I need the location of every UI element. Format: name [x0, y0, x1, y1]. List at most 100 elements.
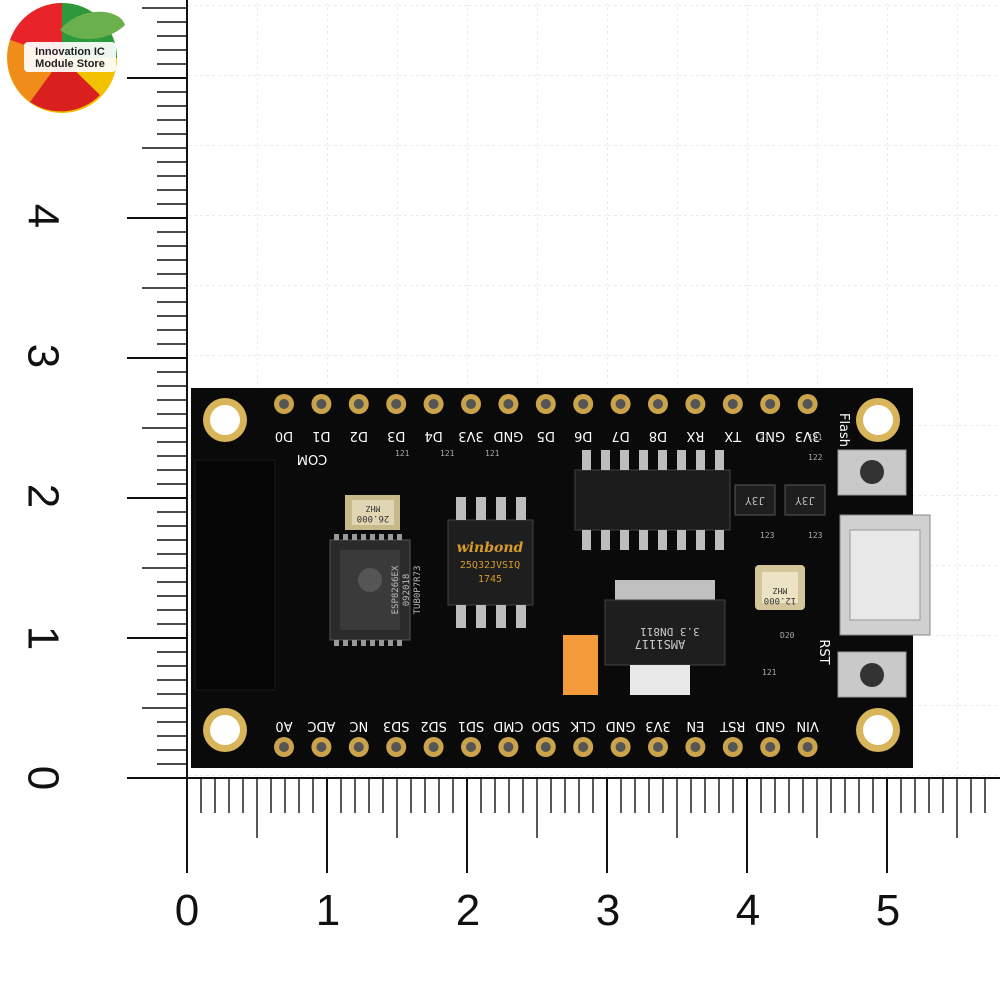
top-pin-label-2: D1	[312, 428, 330, 443]
top-pin-label-4: D3	[387, 428, 405, 443]
bottom-pin-label-7: CMD	[493, 718, 523, 733]
bottom-pin-9	[573, 737, 594, 757]
h-label-3: 3	[596, 886, 620, 935]
top-pin-8	[535, 394, 556, 414]
bottom-pin-label-14: GND	[755, 718, 785, 733]
bottom-pin-label-13: RST	[720, 718, 745, 733]
regulator-line1: AMS1117	[635, 637, 686, 651]
top-pin-label-3: D2	[350, 428, 368, 443]
micro-usb-port[interactable]	[839, 514, 931, 636]
bottom-pin-13	[722, 737, 743, 757]
top-pin-holes	[274, 394, 818, 414]
transistor-2-mark: J3Y	[795, 494, 815, 507]
top-pin-3	[348, 394, 369, 414]
crystal-12-line1: 12.000	[764, 595, 797, 605]
crystal-26-line1: 26.000	[357, 513, 390, 523]
h-label-1: 1	[316, 886, 340, 935]
top-pin-11	[648, 394, 668, 414]
bottom-pin-1	[274, 737, 294, 757]
h-label-0: 0	[175, 886, 199, 935]
transistors: J3Y J3Y	[734, 484, 826, 516]
h-label-2: 2	[456, 886, 480, 935]
logo-line-2: Module Store	[35, 58, 105, 70]
top-pin-label-9: D6	[574, 428, 592, 443]
esp-chip-line2: 092018	[402, 574, 412, 607]
top-pin-label-1: D0	[275, 428, 293, 443]
top-pin-12	[685, 394, 706, 414]
top-pin-1	[274, 394, 294, 414]
esp8266-chip: ESP8266EX 092018 TUB0P7R73	[329, 534, 423, 646]
top-pin-label-15: 3V3	[795, 428, 820, 443]
top-pin-label-11: D8	[649, 428, 667, 443]
crystal-12-line2: MHZ	[773, 586, 788, 595]
esp-chip-line1: ESP8266EX	[391, 565, 401, 614]
flash-line2: 1745	[478, 574, 502, 585]
vertical-ruler-labels: 0 1 2 3 4	[18, 204, 67, 790]
resistor-mark-1: 121	[395, 449, 410, 458]
store-logo: Innovation IC Module Store	[7, 2, 125, 113]
top-pin-4	[386, 394, 407, 414]
bottom-pin-label-1: A0	[275, 718, 292, 733]
resistor-markings: 121 121 121 121 121 122 123 123 121 D20	[395, 433, 823, 677]
resistor-mark-3: 121	[485, 449, 500, 458]
bottom-pin-3	[348, 737, 369, 757]
horizontal-ruler-labels: 0 1 2 3 4 5	[175, 886, 900, 935]
crystal-26-line2: MHZ	[366, 504, 381, 513]
bottom-pin-holes	[274, 737, 818, 757]
horizontal-ruler	[186, 777, 1000, 873]
top-pin-6	[461, 394, 481, 414]
top-pin-15	[797, 394, 818, 414]
top-pin-label-7: GND	[493, 428, 523, 443]
bottom-pin-11	[648, 737, 668, 757]
bottom-pin-label-2: ADC	[307, 718, 335, 733]
bottom-pin-label-15: VIN	[796, 718, 818, 733]
tantalum-capacitor	[563, 635, 598, 695]
v-label-3: 3	[18, 344, 67, 368]
v-label-4: 4	[18, 204, 67, 228]
resistor-mark-2: 121	[440, 449, 455, 458]
top-pin-2	[311, 394, 332, 414]
bottom-pin-label-12: EN	[686, 718, 704, 733]
top-pin-10	[610, 394, 631, 414]
bottom-pin-8	[535, 737, 556, 757]
usb-serial-chip	[574, 450, 731, 550]
bottom-pin-4	[386, 737, 407, 757]
resistor-mark-5: 121	[808, 433, 823, 442]
rst-button[interactable]	[837, 651, 907, 698]
resistor-mark-4: 121	[755, 433, 770, 442]
resistor-mark-8: 123	[808, 531, 823, 540]
bottom-pin-10	[610, 737, 631, 757]
crystal-26mhz: 26.000 MHZ	[345, 495, 400, 530]
v-label-1: 1	[18, 626, 67, 650]
top-pin-label-5: D4	[424, 428, 442, 443]
flash-chip: winbond 25Q32JVSIQ 1745	[447, 497, 534, 628]
bottom-pin-label-6: SD1	[458, 718, 485, 733]
resistor-mark-7: 123	[760, 531, 775, 540]
regulator-line2: 3.3 DN811	[640, 625, 700, 638]
v-label-0: 0	[18, 766, 67, 790]
bottom-pin-label-11: 3V3	[645, 718, 670, 733]
bottom-pin-12	[685, 737, 706, 757]
top-pin-label-14: GND	[755, 428, 785, 443]
voltage-regulator: AMS1117 3.3 DN811	[604, 580, 726, 695]
esp-chip-line3: TUB0P7R73	[413, 566, 423, 615]
v-label-2: 2	[18, 484, 67, 508]
resistor-mark-9: 121	[762, 668, 777, 677]
bottom-pin-label-9: CLK	[570, 718, 595, 733]
bottom-pin-5	[423, 737, 444, 757]
top-pin-label-13: TX	[724, 428, 742, 443]
flash-line1: 25Q32JVSIQ	[460, 560, 520, 571]
rst-button-label: RST	[816, 639, 831, 664]
top-pin-label-8: D5	[537, 428, 555, 443]
flash-button[interactable]	[837, 449, 907, 496]
flash-button-label: Flash	[836, 413, 851, 447]
bottom-pin-label-10: GND	[606, 718, 636, 733]
crystal-12mhz: 12.000 MHZ	[755, 565, 805, 610]
bottom-pin-label-8: SDO	[532, 718, 561, 733]
bottom-pin-14	[760, 737, 781, 757]
vertical-ruler	[127, 0, 188, 779]
top-pin-label-6: 3V3	[458, 428, 483, 443]
